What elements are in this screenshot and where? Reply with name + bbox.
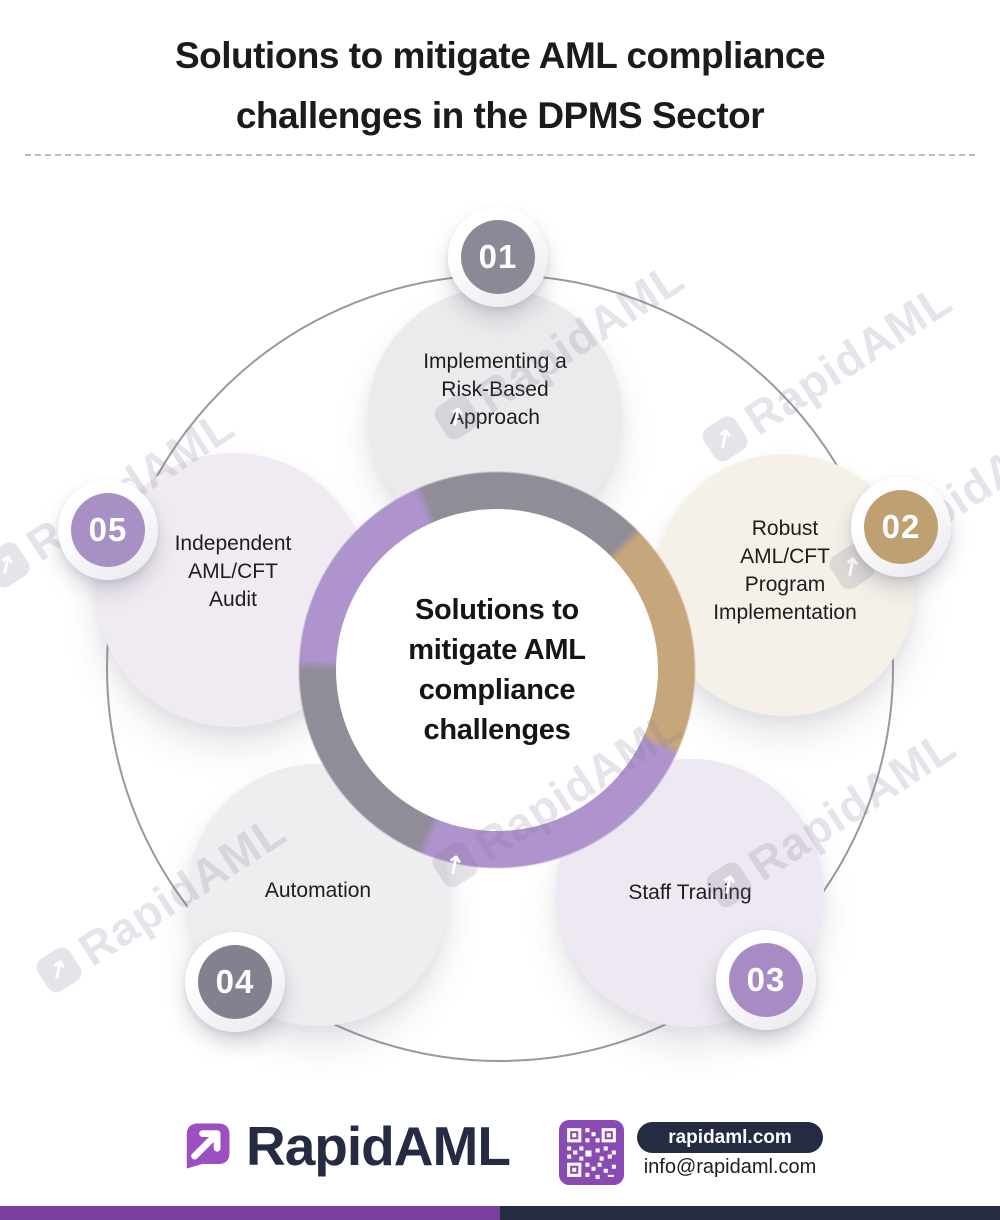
center-circle: Solutions to mitigate AML compliance cha… (336, 509, 658, 831)
rapidaml-mark-icon (32, 943, 86, 997)
page-title-line2: challenges in the DPMS Sector (235, 95, 765, 136)
badge-number: 05 (71, 493, 145, 567)
node-label-04: Automation (264, 879, 372, 902)
email-text: info@rapidaml.com (643, 1156, 817, 1178)
badge-number: 01 (461, 220, 535, 294)
badge-number: 02 (864, 490, 938, 564)
page-title-line1: Solutions to mitigate AML compliance (174, 35, 826, 76)
rapidaml-mark-icon (0, 538, 34, 592)
node-label-02: Robust AML/CFT Program Implementation (713, 517, 857, 624)
brand-wordmark: RapidAML (246, 1115, 511, 1177)
bottom-bar-navy (500, 1206, 1000, 1220)
badge-number: 03 (729, 943, 803, 1017)
node-label-05: Independent AML/CFT Audit (174, 532, 292, 611)
badge-number: 04 (198, 945, 272, 1019)
dashed-divider (25, 154, 975, 156)
rapidaml-logo-icon (186, 1123, 230, 1169)
badge-04: 04 (185, 932, 285, 1032)
badge-03: 03 (716, 930, 816, 1030)
qr-code (559, 1120, 624, 1185)
footer-brand: RapidAML (180, 1114, 511, 1178)
badge-02: 02 (851, 477, 951, 577)
center-label: Solutions to mitigate AML compliance cha… (408, 594, 586, 746)
page-title: Solutions to mitigate AML compliance cha… (0, 26, 1000, 146)
website-pill: rapidaml.com (637, 1122, 823, 1153)
badge-01: 01 (448, 207, 548, 307)
node-label-03: Staff Training (628, 881, 752, 904)
bottom-bar-purple (0, 1206, 500, 1220)
node-label-01: Implementing a Risk-Based Approach (423, 350, 567, 429)
badge-05: 05 (58, 480, 158, 580)
